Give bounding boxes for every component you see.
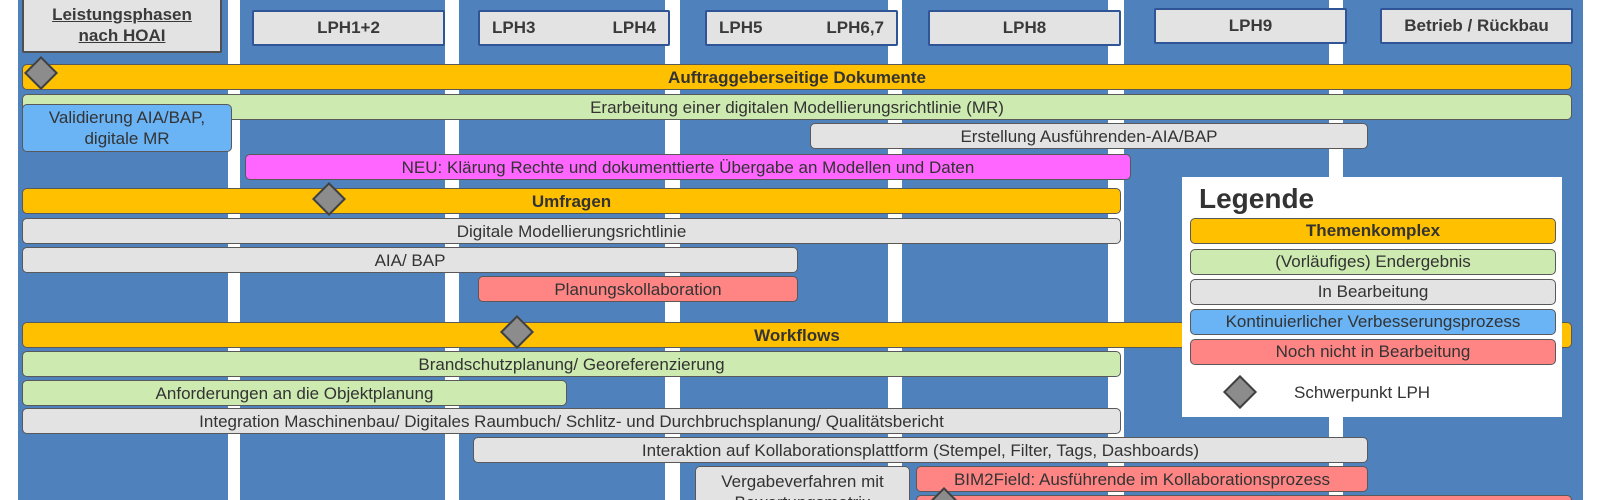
bar-integration: Integration Maschinenbau/ Digitales Raum… bbox=[22, 408, 1121, 434]
legend-title: Legende bbox=[1199, 183, 1315, 214]
phase-lph67-label: LPH6,7 bbox=[826, 18, 884, 37]
bar-erarbeitung-label: Erarbeitung einer digitalen Modellierung… bbox=[590, 97, 1004, 117]
bar-vergabe: Vergabeverfahren mit Bewertungsmatrix bbox=[695, 466, 910, 500]
legend-item-in-bearbeitung: In Bearbeitung bbox=[1190, 279, 1556, 305]
legend-item-kvp: Kontinuierlicher Verbesserungsprozess bbox=[1190, 309, 1556, 335]
legend-schwerpunkt-label: Schwerpunkt LPH bbox=[1294, 383, 1431, 402]
bar-integration-label: Integration Maschinenbau/ Digitales Raum… bbox=[199, 411, 944, 431]
theme-bar-auftraggeber-label: Auftraggeberseitige Dokumente bbox=[668, 67, 926, 87]
theme-bar-workflows-label: Workflows bbox=[754, 325, 840, 345]
bar-validierung: Validierung AIA/BAP, digitale MR bbox=[22, 104, 232, 152]
bar-anforderungen: Anforderungen an die Objektplanung bbox=[22, 380, 567, 406]
phase-hoai-line2: nach HOAI bbox=[78, 25, 166, 45]
legend-themenkomplex-label: Themenkomplex bbox=[1305, 221, 1441, 240]
legend-item-endergebnis: (Vorläufiges) Endergebnis bbox=[1190, 249, 1556, 275]
phase-lph8-label: LPH8 bbox=[1002, 18, 1047, 37]
bar-anforderungen-label: Anforderungen an die Objektplanung bbox=[155, 383, 434, 403]
legend-item-schwerpunkt: Schwerpunkt LPH bbox=[1182, 375, 1562, 409]
bar-interaktion: Interaktion auf Kollaborationsplattform … bbox=[473, 437, 1368, 463]
bar-erstellung-label: Erstellung Ausführenden-AIA/BAP bbox=[960, 126, 1218, 146]
legend-kvp-label: Kontinuierlicher Verbesserungsprozess bbox=[1225, 312, 1521, 331]
bar-validierung-line2: digitale MR bbox=[84, 129, 170, 148]
legend-item-noch-nicht: Noch nicht in Bearbeitung bbox=[1190, 339, 1556, 365]
bar-interaktion-label: Interaktion auf Kollaborationsplattform … bbox=[641, 440, 1200, 460]
legend-endergebnis-label: (Vorläufiges) Endergebnis bbox=[1275, 252, 1471, 271]
bar-brandschutz-label: Brandschutzplanung/ Georeferenzierung bbox=[418, 354, 725, 374]
phase-hoai-line1: Leistungsphasen bbox=[52, 4, 192, 24]
legend: Legende Themenkomplex (Vorläufiges) Ende… bbox=[1182, 177, 1562, 417]
theme-bar-umfragen: Umfragen bbox=[22, 188, 1121, 214]
bar-aia-bap-label: AIA/ BAP bbox=[374, 250, 446, 270]
phase-lph9-label: LPH9 bbox=[1228, 16, 1273, 35]
legend-in-bearbeitung-label: In Bearbeitung bbox=[1317, 282, 1429, 301]
bar-vergabe-line1: Vergabeverfahren mit bbox=[721, 472, 884, 491]
phase-header-lph9: LPH9 bbox=[1154, 8, 1347, 44]
phase-lph5-label: LPH5 bbox=[719, 18, 763, 37]
bar-validierung-line1: Validierung AIA/BAP, bbox=[48, 108, 206, 127]
bar-erstellung: Erstellung Ausführenden-AIA/BAP bbox=[810, 123, 1368, 149]
phase-header-betrieb: Betrieb / Rückbau bbox=[1380, 8, 1573, 44]
phase-header-hoai: Leistungsphasen nach HOAI bbox=[22, 0, 222, 53]
phase-lph4-label: LPH4 bbox=[612, 18, 656, 37]
phase-header-lph8: LPH8 bbox=[928, 10, 1121, 46]
phase-lph3-label: LPH3 bbox=[492, 18, 536, 37]
phase-header-lph567: LPH5 LPH6,7 bbox=[705, 10, 898, 46]
bar-digitale-mr-label: Digitale Modellierungsrichtlinie bbox=[456, 221, 687, 241]
legend-noch-nicht-label: Noch nicht in Bearbeitung bbox=[1275, 342, 1471, 361]
bar-erarbeitung: Erarbeitung einer digitalen Modellierung… bbox=[22, 94, 1572, 120]
bar-aia-bap: AIA/ BAP bbox=[22, 247, 798, 273]
legend-diamond-icon bbox=[1223, 375, 1257, 409]
legend-item-themenkomplex: Themenkomplex bbox=[1190, 218, 1556, 244]
bar-planungskollaboration-label: Planungskollaboration bbox=[554, 279, 722, 299]
bar-brandschutz: Brandschutzplanung/ Georeferenzierung bbox=[22, 351, 1121, 377]
bar-neu: NEU: Klärung Rechte und dokumenttierte Ü… bbox=[245, 154, 1131, 180]
phase-header-lph34: LPH3 LPH4 bbox=[478, 10, 670, 46]
bar-bim2field-label: BIM2Field: Ausführende im Kollaborations… bbox=[953, 469, 1331, 489]
bar-vergabe-line2: Bewertungsmatrix bbox=[734, 492, 870, 500]
phase-header-lph12: LPH1+2 bbox=[252, 10, 445, 46]
phase-lph12-label: LPH1+2 bbox=[317, 18, 380, 37]
bar-bottom-cutoff bbox=[916, 495, 1572, 500]
theme-bar-umfragen-label: Umfragen bbox=[531, 191, 612, 211]
bar-bim2field: BIM2Field: Ausführende im Kollaborations… bbox=[916, 466, 1368, 492]
bar-planungskollaboration: Planungskollaboration bbox=[478, 276, 798, 302]
bar-neu-label: NEU: Klärung Rechte und dokumenttierte Ü… bbox=[401, 157, 975, 177]
bar-digitale-mr: Digitale Modellierungsrichtlinie bbox=[22, 218, 1121, 244]
theme-bar-auftraggeber: Auftraggeberseitige Dokumente bbox=[22, 64, 1572, 90]
phase-betrieb-label: Betrieb / Rückbau bbox=[1404, 16, 1549, 35]
